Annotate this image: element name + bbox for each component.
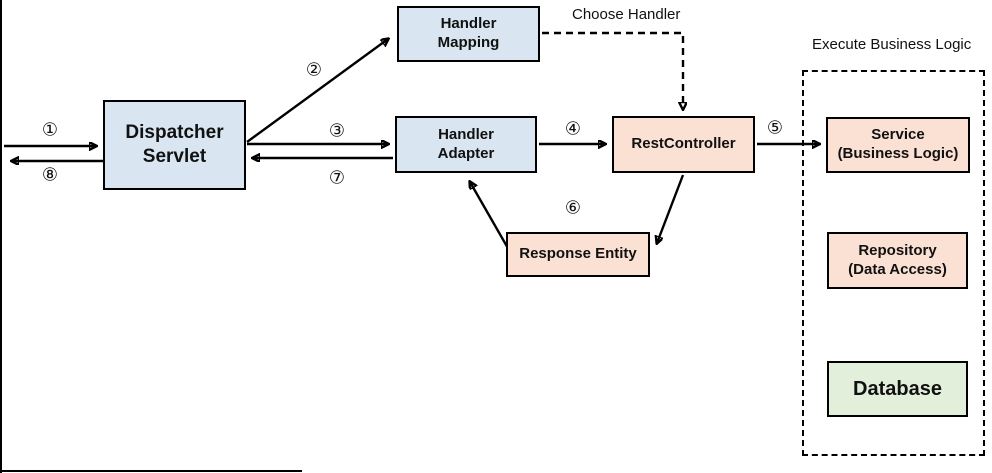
step-number-8: ⑧ [41, 164, 59, 186]
bottom-border-line [0, 470, 302, 472]
step-number-2: ② [305, 59, 323, 81]
rest-controller-node: RestController [612, 116, 755, 173]
step-number-4: ④ [564, 118, 582, 140]
step-number-6: ⑥ [564, 197, 582, 219]
left-border-line [0, 0, 2, 473]
arrow-response-entity-to-adapter [470, 182, 511, 251]
step-number-1: ① [41, 119, 59, 141]
arrow-step-6-to-response-entity [657, 174, 685, 243]
execute-business-logic-label: Execute Business Logic [812, 36, 972, 53]
choose-handler-dashed-connector [542, 31, 683, 109]
step-number-5: ⑤ [766, 117, 784, 139]
handler-adapter-node: Handler Adapter [395, 116, 537, 173]
dispatcher-servlet-node: Dispatcher Servlet [103, 100, 246, 190]
business-logic-group-frame [802, 70, 985, 456]
choose-handler-label: Choose Handler [572, 6, 681, 23]
repository-node: Repository (Data Access) [827, 232, 968, 289]
response-entity-node: Response Entity [506, 232, 650, 277]
arrow-step-2-to-handler-mapping [246, 39, 388, 143]
step-number-3: ③ [328, 120, 346, 142]
database-node: Database [827, 361, 968, 417]
step-number-7: ⑦ [328, 167, 346, 189]
service-node: Service (Business Logic) [826, 117, 970, 173]
handler-mapping-node: Handler Mapping [397, 6, 540, 62]
